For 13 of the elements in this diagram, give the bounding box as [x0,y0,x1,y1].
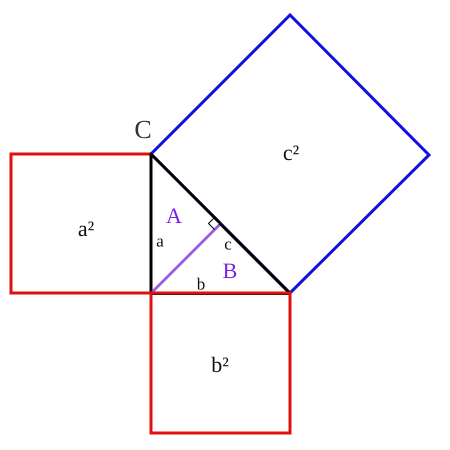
square [151,293,290,433]
side-label: b [196,276,206,292]
side-label: a [156,232,164,250]
square [11,154,151,293]
side-label: c [224,236,232,252]
area-label: a² [78,218,94,240]
area-label: c² [282,142,300,164]
triangle [151,154,220,293]
area-label: A [166,205,182,227]
vertex-label: C [134,117,152,143]
area-label: b² [211,354,229,376]
triangle [151,224,290,293]
area-label: B [222,260,238,282]
